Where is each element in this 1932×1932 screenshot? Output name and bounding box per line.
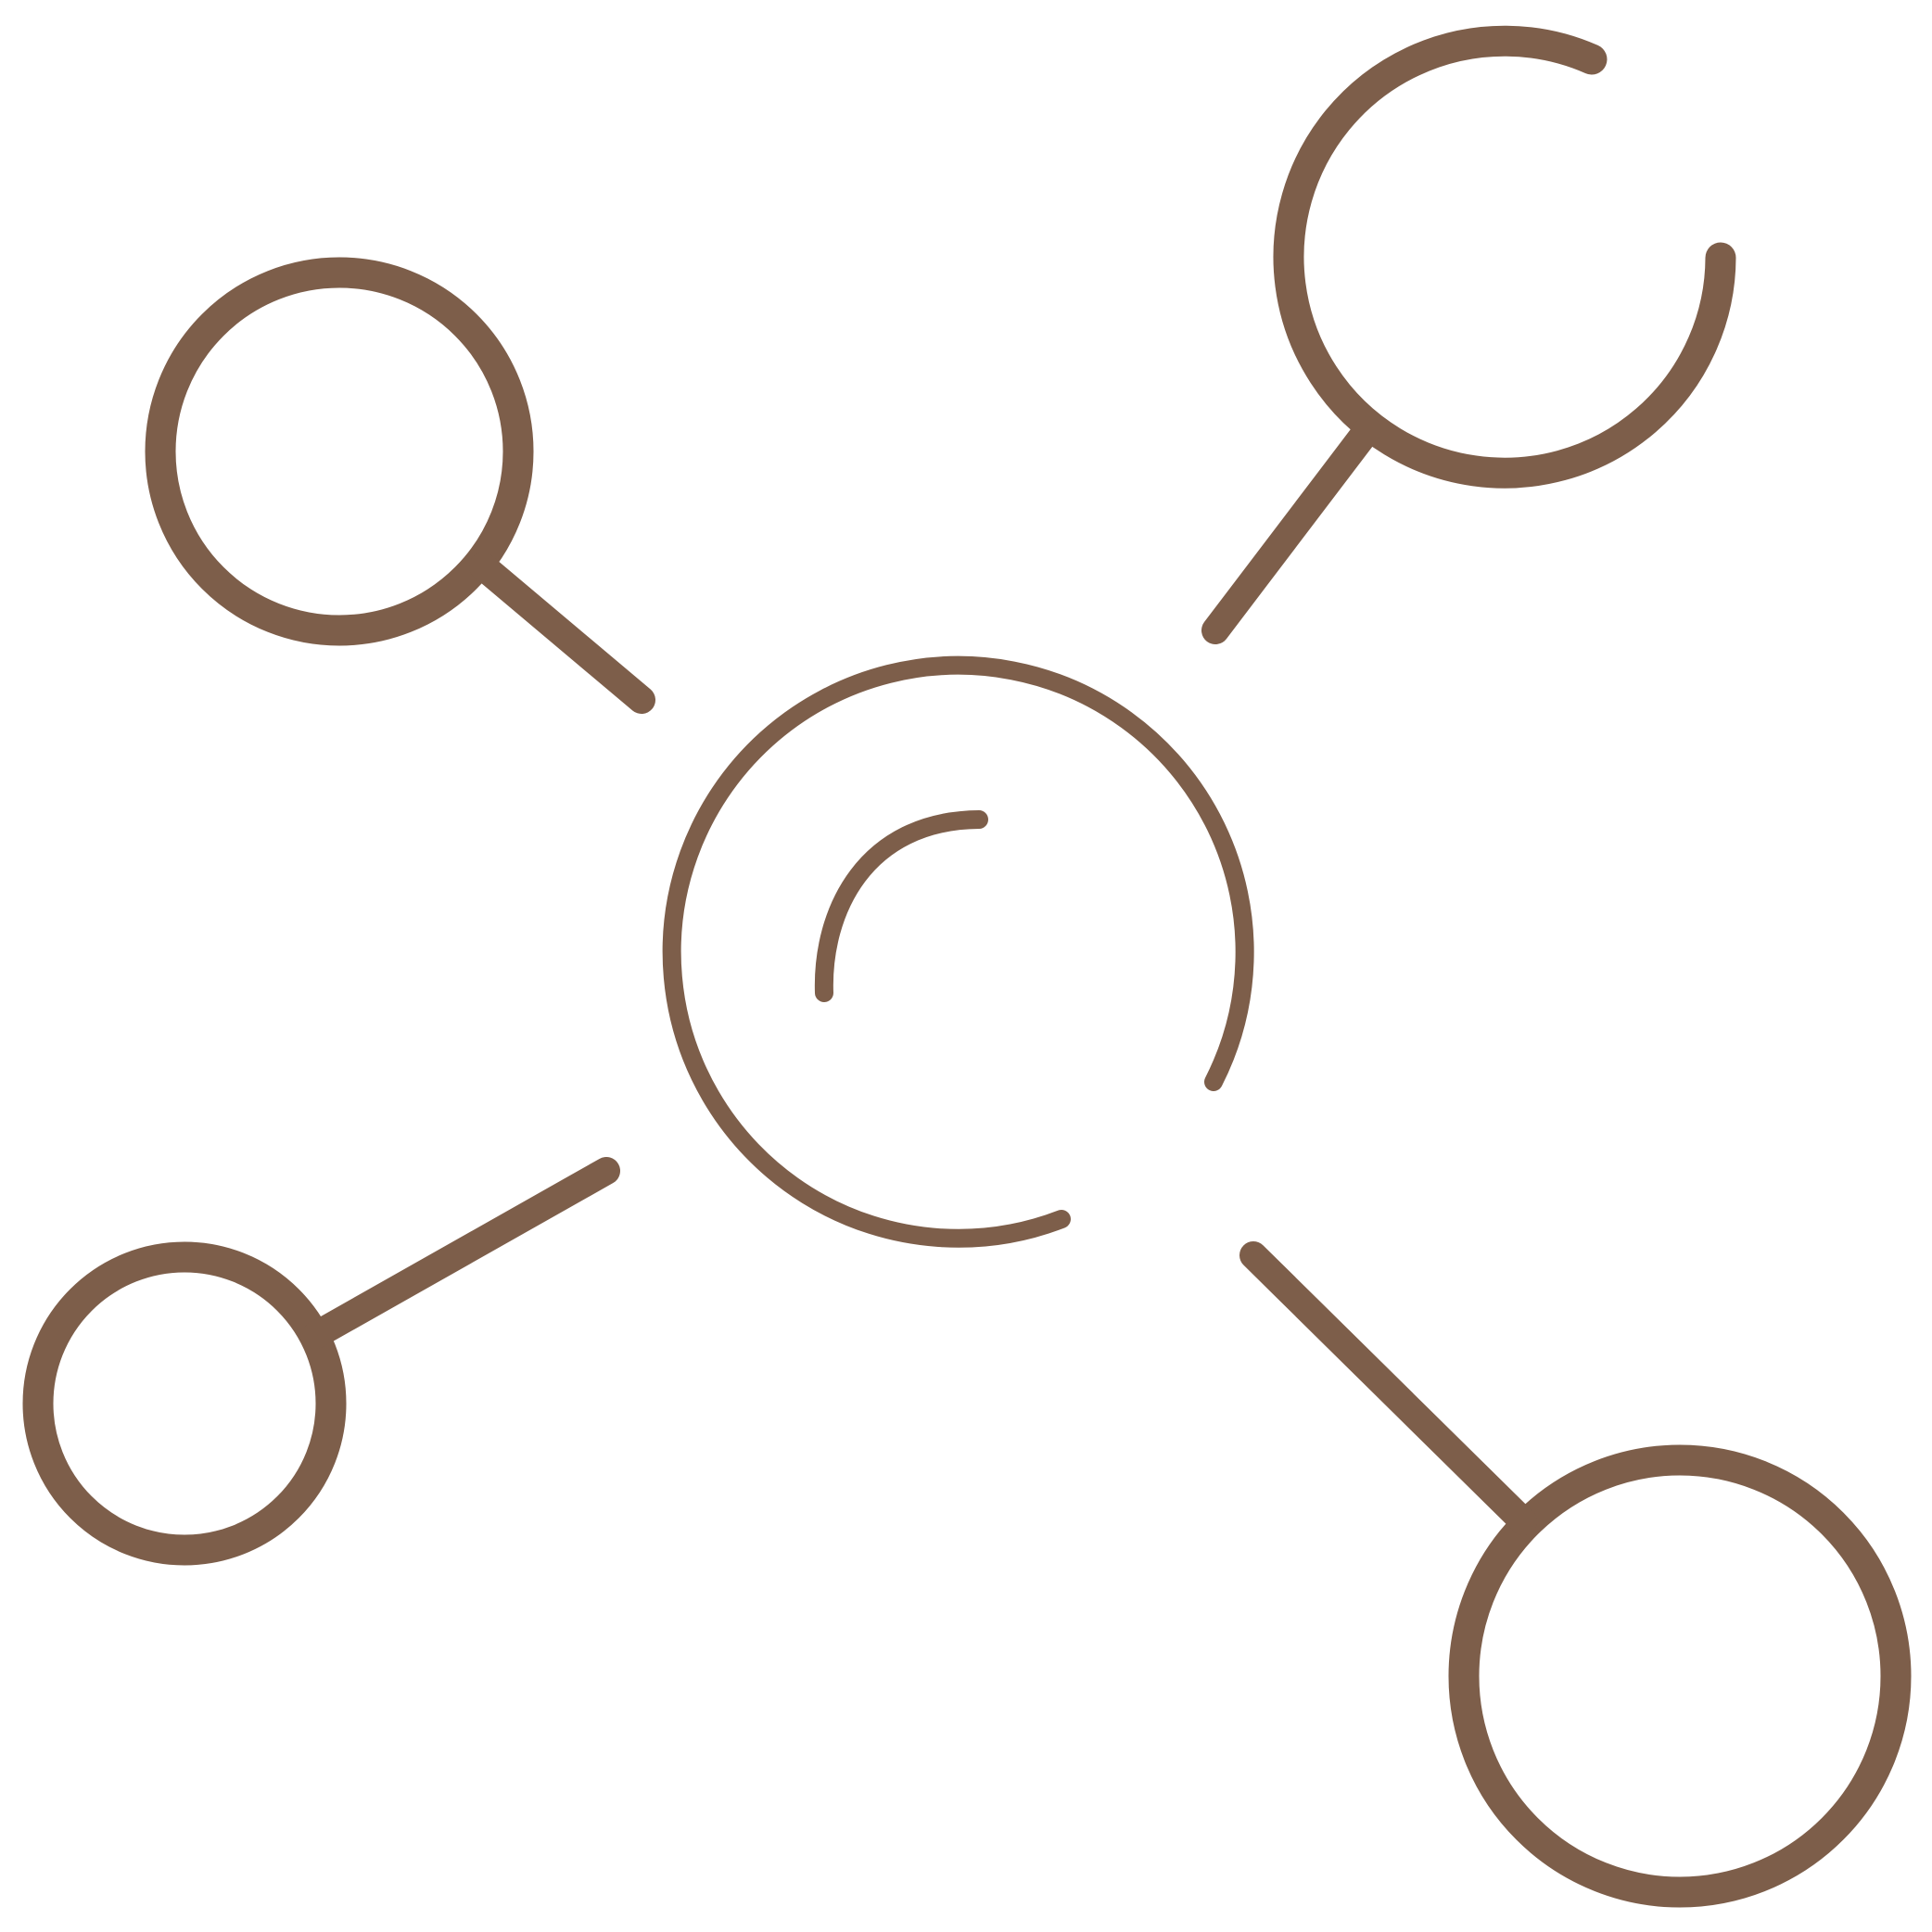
satellite-top-right	[1201, 25, 1736, 644]
satellite-top-left	[145, 257, 655, 714]
connector-top-right	[1201, 416, 1381, 644]
hub-ring	[662, 655, 1254, 1248]
connector-bottom-right	[1239, 1241, 1537, 1535]
node-circle-icon	[1273, 25, 1736, 489]
connector-top-left	[469, 553, 655, 714]
node-circle-icon	[22, 1241, 347, 1566]
node-circle-icon	[1448, 1444, 1912, 1908]
hub-highlight-arc	[814, 810, 988, 1002]
hub	[662, 655, 1254, 1248]
satellite-bottom-right	[1239, 1241, 1912, 1908]
node-circle-icon	[145, 257, 534, 646]
connector-bottom-left	[302, 1157, 620, 1349]
satellite-bottom-left	[22, 1157, 620, 1566]
